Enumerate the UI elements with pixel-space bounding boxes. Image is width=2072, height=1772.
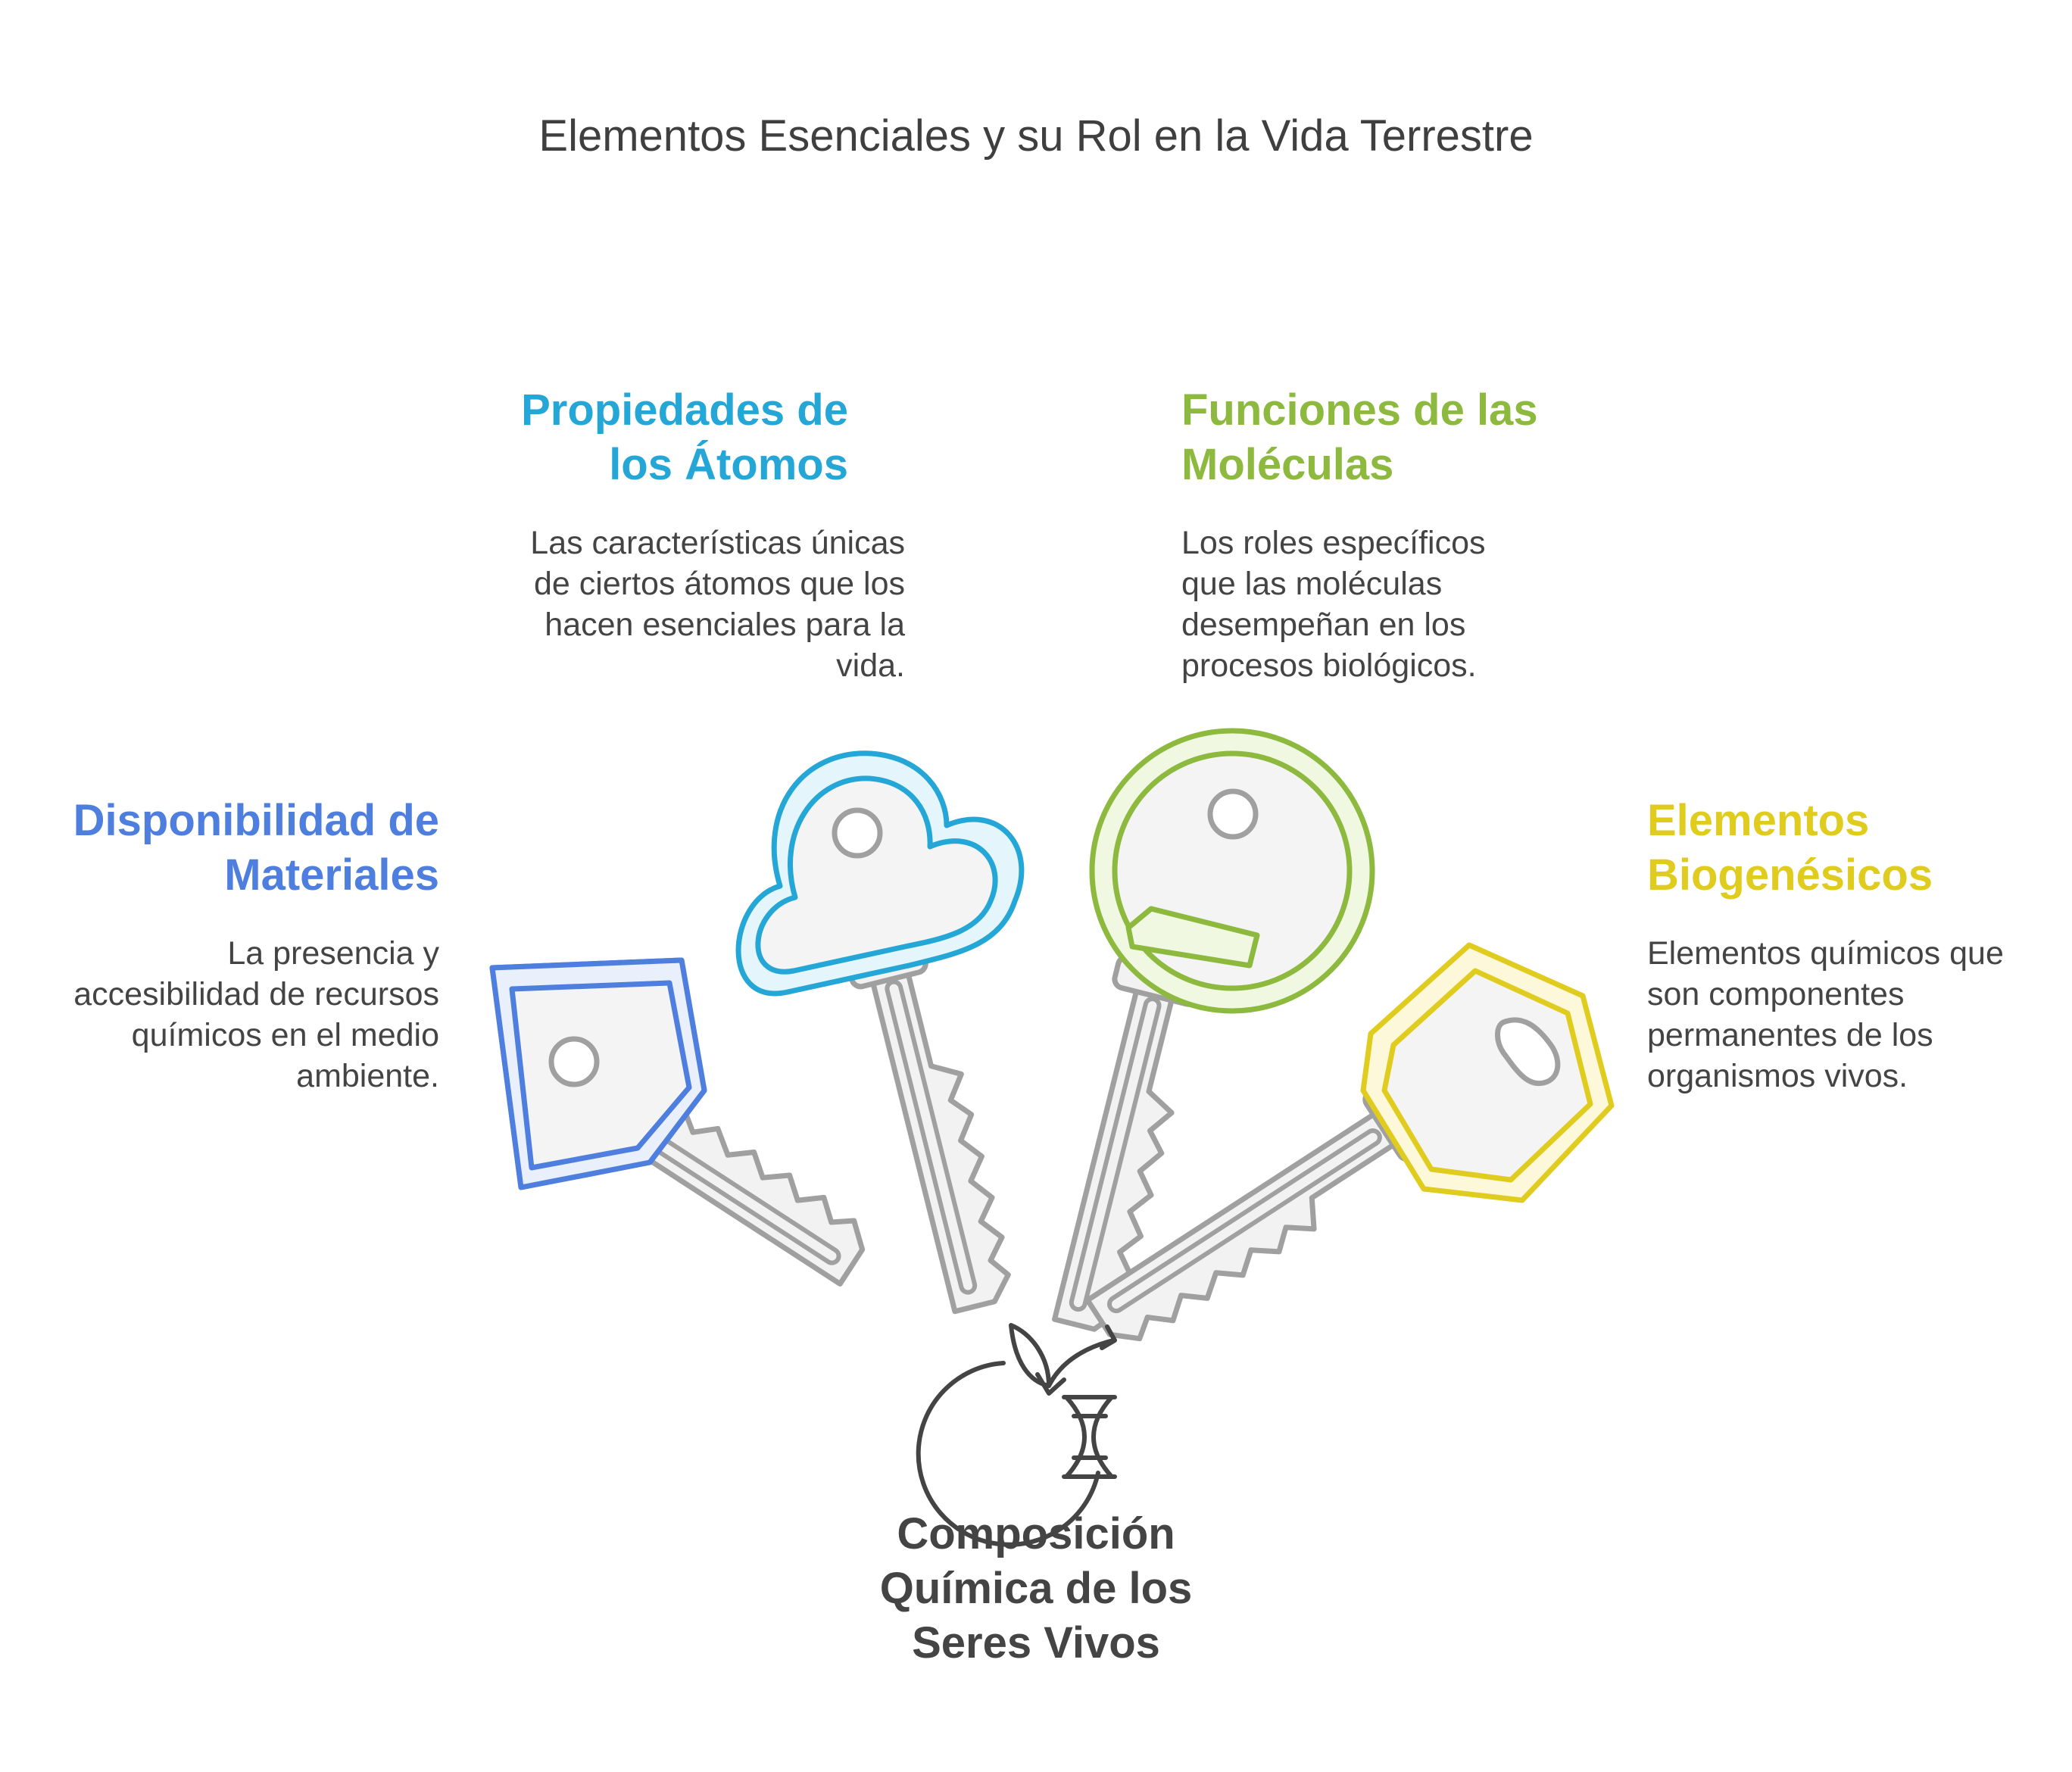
heading-funciones: Funciones de las Moléculas	[1181, 385, 1538, 489]
heading-biogenesicos: Elementos Biogenésicos	[1647, 796, 1933, 900]
heading-propiedades: Propiedades de los Átomos	[521, 385, 848, 489]
plant-dna-cycle-icon	[916, 1323, 1117, 1547]
hexagon-key-icon	[1360, 942, 1615, 1203]
cloud-key-icon	[735, 750, 1025, 997]
description-funciones: Los roles específicos que las moléculas …	[1181, 525, 1486, 684]
heading-disponibilidad: Disponibilidad de Materiales	[73, 796, 439, 900]
square-key-icon	[489, 957, 707, 1190]
page-title: Elementos Esenciales y su Rol en la Vida…	[538, 111, 1534, 161]
description-disponibilidad: La presencia y accesibilidad de recursos…	[73, 935, 439, 1094]
cloud-key	[846, 940, 1016, 1316]
heading-composicion: Composición Química de los Seres Vivos	[879, 1509, 1193, 1667]
description-propiedades: Las características únicas de ciertos át…	[530, 525, 905, 684]
description-biogenesicos: Elementos químicos que son componentes p…	[1647, 935, 2004, 1094]
round-key-icon	[1089, 728, 1375, 1014]
